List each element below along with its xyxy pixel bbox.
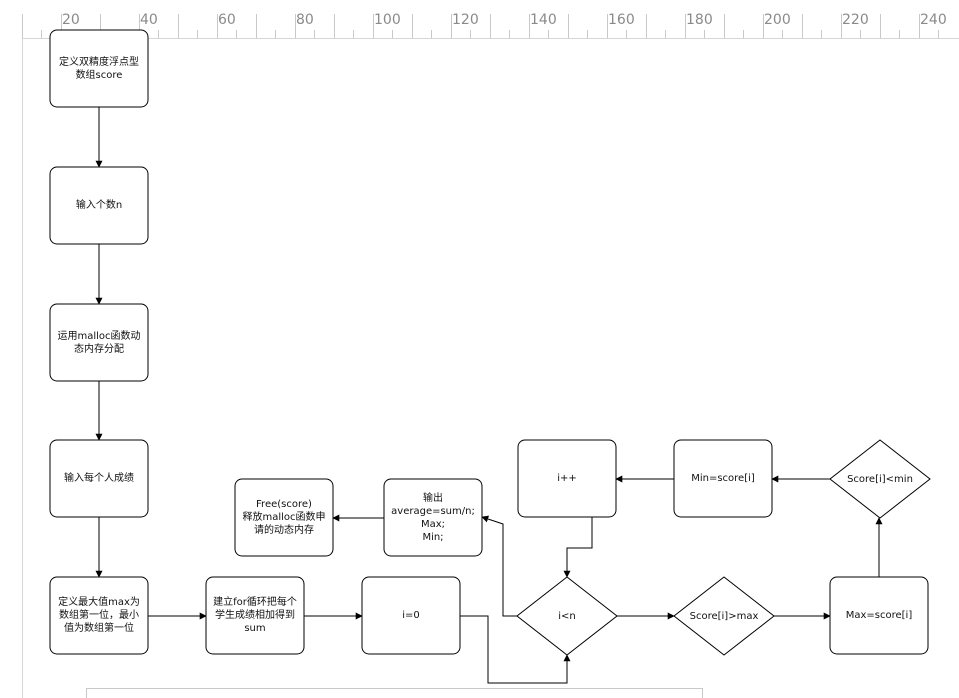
- ruler-tick: [255, 14, 257, 38]
- ruler-tick: [21, 14, 23, 38]
- ruler-label: 160: [608, 12, 635, 28]
- ruler-tick: [938, 30, 939, 38]
- ruler-tick: [743, 30, 744, 38]
- ruler-tick: [665, 30, 666, 38]
- edge-init-to-cond: [460, 615, 571, 684]
- node-for-sum[interactable]: [205, 576, 305, 655]
- ruler-tick: [197, 30, 198, 38]
- ruler-tick: [606, 14, 608, 38]
- ruler-tick: [372, 14, 374, 38]
- ruler-tick: [60, 14, 62, 38]
- ruler-tick: [392, 30, 393, 38]
- ruler-label: 220: [842, 12, 869, 28]
- ruler-label: 20: [62, 12, 80, 28]
- edge-cond-to-output: [481, 515, 517, 617]
- node-i-init[interactable]: [361, 576, 461, 655]
- ruler-tick: [470, 30, 471, 38]
- ruler-label: 200: [764, 12, 791, 28]
- ruler-tick: [548, 30, 549, 38]
- ruler-tick: [41, 30, 42, 38]
- ruler-tick: [314, 30, 315, 38]
- ruler-tick: [587, 30, 588, 38]
- ruler-label: 140: [530, 12, 557, 28]
- node-cond-min[interactable]: [829, 439, 931, 519]
- horizontal-ruler: 20 40 60 80 100 120 140 160 180 200 220 240: [0, 0, 959, 39]
- node-cond-i-n[interactable]: [516, 576, 618, 656]
- ruler-tick: [528, 14, 530, 38]
- ruler-tick: [138, 14, 140, 38]
- ruler-tick: [489, 14, 491, 38]
- ruler-tick: [431, 30, 432, 38]
- ruler-tick: [704, 30, 705, 38]
- ruler-label: 60: [218, 12, 236, 28]
- node-define-maxmin[interactable]: [49, 576, 149, 655]
- ruler-label: 100: [374, 12, 401, 28]
- vertical-ruler: [0, 38, 23, 698]
- node-input-scores[interactable]: [49, 439, 149, 518]
- ruler-tick: [567, 14, 569, 38]
- ruler-tick: [353, 30, 354, 38]
- node-free[interactable]: [234, 478, 334, 557]
- ruler-tick: [450, 14, 452, 38]
- horizontal-scrollbar[interactable]: [86, 688, 703, 698]
- node-assign-min[interactable]: [673, 439, 773, 518]
- ruler-tick: [684, 14, 686, 38]
- node-cond-max[interactable]: [673, 576, 775, 656]
- ruler-tick: [99, 14, 101, 38]
- ruler-tick: [840, 14, 842, 38]
- ruler-label: 180: [686, 12, 713, 28]
- ruler-tick: [216, 14, 218, 38]
- ruler-tick: [411, 14, 413, 38]
- ruler-tick: [158, 30, 159, 38]
- node-incr[interactable]: [517, 439, 617, 518]
- ruler-tick: [782, 30, 783, 38]
- ruler-label: 120: [452, 12, 479, 28]
- node-define-score[interactable]: [49, 29, 149, 108]
- ruler-tick: [333, 14, 335, 38]
- ruler-tick: [509, 30, 510, 38]
- ruler-tick: [762, 14, 764, 38]
- node-malloc[interactable]: [49, 303, 149, 382]
- ruler-tick: [821, 30, 822, 38]
- ruler-tick: [236, 30, 237, 38]
- ruler-label: 40: [140, 12, 158, 28]
- edge-incr-to-cond: [563, 517, 593, 578]
- ruler-tick: [899, 30, 900, 38]
- ruler-tick: [626, 30, 627, 38]
- ruler-label: 240: [920, 12, 947, 28]
- ruler-tick: [275, 30, 276, 38]
- node-output[interactable]: [383, 478, 483, 557]
- ruler-tick: [723, 14, 725, 38]
- ruler-tick: [294, 14, 296, 38]
- ruler-tick: [879, 14, 881, 38]
- ruler-tick: [177, 14, 179, 38]
- node-assign-max[interactable]: [829, 576, 929, 655]
- ruler-label: 80: [296, 12, 314, 28]
- ruler-tick: [801, 14, 803, 38]
- ruler-tick: [918, 14, 920, 38]
- ruler-tick: [645, 14, 647, 38]
- ruler-tick: [860, 30, 861, 38]
- node-input-n[interactable]: [49, 166, 149, 245]
